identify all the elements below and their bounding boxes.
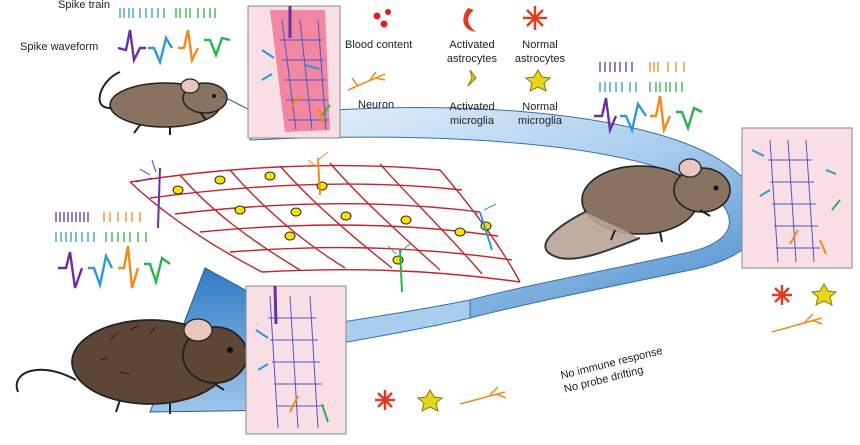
tissue-block-bottom xyxy=(245,285,347,435)
legend-icons-right xyxy=(771,282,838,333)
mesh-electronics xyxy=(129,162,521,283)
spike-waveform-top-left xyxy=(117,29,231,66)
tissue-block-right xyxy=(741,127,853,269)
mouse-top-left xyxy=(98,71,228,135)
caption: No immune response No probe drifting xyxy=(559,345,663,396)
mesh-neurons xyxy=(135,151,497,293)
spike-train-top-left xyxy=(119,8,216,18)
legend-activated-astrocytes-l2: astrocytes xyxy=(447,53,498,65)
activated-microglia-icon xyxy=(467,69,477,87)
spike-waveform-left xyxy=(58,245,171,290)
mesh-sensing-nodes xyxy=(172,171,492,265)
legend-blood-content: Blood content xyxy=(345,39,412,51)
activated-astrocyte-icon xyxy=(463,8,476,32)
spike-train-label: Spike train xyxy=(58,0,110,11)
tissue-block-top xyxy=(247,5,341,139)
spike-train-right xyxy=(599,62,685,92)
normal-microglia-icon xyxy=(524,68,552,92)
legend-normal-microglia-l1: Normal xyxy=(522,101,557,113)
normal-astrocyte-icon xyxy=(523,6,547,30)
legend-normal-astrocytes-l2: astrocytes xyxy=(515,53,566,65)
legend-normal-microglia-l2: microglia xyxy=(518,115,563,127)
spike-train-left xyxy=(55,212,147,242)
mouse-bottom-left xyxy=(15,318,248,414)
legend-activated-astrocytes-l1: Activated xyxy=(449,39,494,51)
neuron-icon xyxy=(347,71,386,91)
legend-activated-microglia-l2: microglia xyxy=(450,115,495,127)
legend-activated-microglia-l1: Activated xyxy=(449,101,494,113)
legend-icons-bottom xyxy=(375,386,507,412)
legend-neuron: Neuron xyxy=(358,99,394,111)
blood-content-icon xyxy=(373,9,391,28)
spike-waveform-right xyxy=(594,95,703,135)
legend-normal-astrocytes-l1: Normal xyxy=(522,39,557,51)
probe-cable-top xyxy=(221,95,251,111)
mouse-right xyxy=(544,158,731,260)
spike-waveform-label: Spike waveform xyxy=(20,41,98,53)
